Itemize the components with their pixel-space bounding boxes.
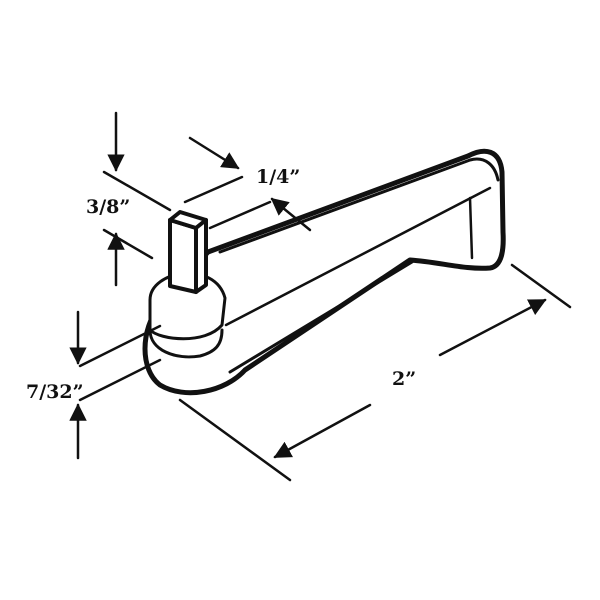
lever-edge-upper: [224, 186, 492, 327]
thickness-ext-line-top: [78, 324, 162, 368]
length-dim-arrow-right: [438, 298, 547, 357]
lever-body: [142, 148, 506, 396]
width-dim-arrow-left: [188, 136, 240, 170]
hub-bottom-ring: [148, 328, 224, 359]
lever-outline: [142, 148, 506, 396]
width-ext-line-1: [183, 175, 244, 204]
hub-top-face: [148, 271, 227, 341]
lever-top-edge: [218, 157, 500, 254]
stem-front-face: [168, 218, 198, 294]
width-dim-arrow-right: [270, 197, 312, 232]
height-dimension-label: 3/8”: [86, 196, 131, 218]
width-dimension-label: 1/4”: [256, 166, 301, 188]
length-ext-line-right: [510, 263, 572, 309]
thickness-ext-line-bottom: [78, 358, 162, 402]
lever-end-face: [468, 196, 474, 260]
thickness-dimension-label: 7/32”: [26, 381, 84, 403]
length-dim-arrow-left: [273, 403, 372, 459]
stem: [168, 210, 208, 294]
lever-edge-lower: [228, 260, 414, 374]
dimension-lines: [69, 111, 572, 482]
height-ext-line-top: [102, 170, 172, 212]
lever-contours: [148, 157, 500, 374]
length-ext-line-left: [178, 398, 292, 482]
height-ext-line-bottom: [102, 228, 154, 260]
width-ext-line-2: [208, 200, 272, 230]
stem-side-face: [194, 218, 208, 294]
length-dimension-label: 2”: [392, 368, 417, 390]
